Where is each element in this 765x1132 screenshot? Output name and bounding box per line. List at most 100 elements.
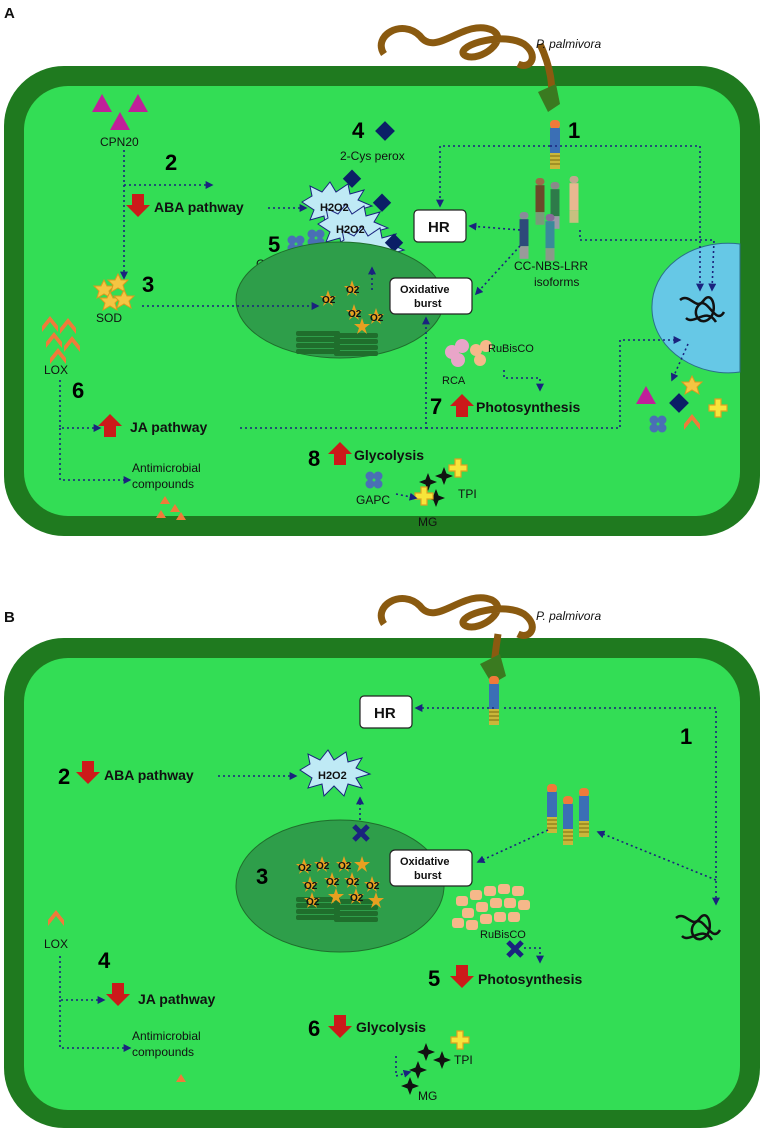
hr-box-a xyxy=(413,209,467,243)
o2-label-b2: O2 xyxy=(316,861,330,872)
receptor-icon xyxy=(549,119,561,170)
pathogen-hyphae-b xyxy=(377,594,536,639)
blocked-x-icon-1 xyxy=(352,824,370,842)
ja-pathway-b: JA pathway xyxy=(138,991,215,1007)
step-2-b: 2 xyxy=(58,764,70,789)
step-1-a: 1 xyxy=(568,118,580,143)
sod-label-a: SOD xyxy=(96,311,122,325)
nbs-lrr-isoforms-icon xyxy=(519,176,579,261)
antimicrobial-icon-a xyxy=(156,496,186,520)
panel-letter-a: A xyxy=(4,5,15,22)
rca-label: RCA xyxy=(442,375,466,387)
oxidative-label-b2: burst xyxy=(414,870,442,882)
peroxiredoxin-icon-3 xyxy=(372,193,392,212)
pathogen-effector-b xyxy=(480,654,506,684)
antimicrobial-label-a2: compounds xyxy=(132,477,194,491)
receptor-icon-b3 xyxy=(562,795,574,846)
rubisco-label-a: RuBisCO xyxy=(488,343,534,355)
rubisco-icon-b xyxy=(452,884,530,930)
panel-letter-b: B xyxy=(4,609,15,626)
tpi-label-a: TPI xyxy=(458,487,477,501)
mg-label-a: MG xyxy=(418,515,437,529)
o2-label-b8: O2 xyxy=(306,897,320,908)
panel-a: A P. palmivora 1 CPN20 2 ABA pathway 4 2… xyxy=(4,5,760,536)
o2-label-b4: O2 xyxy=(304,881,318,892)
pathogen-label-b: P. palmivora xyxy=(536,609,601,623)
oxidative-label-a1: Oxidative xyxy=(400,284,450,296)
peroxiredoxin-icon-5 xyxy=(669,393,689,413)
lox-label-b: LOX xyxy=(44,937,68,951)
o2-label-a1: O2 xyxy=(322,295,336,306)
receptor-icon-b2 xyxy=(546,783,558,834)
ja-pathway-a: JA pathway xyxy=(130,419,207,435)
oxidative-label-b1: Oxidative xyxy=(400,856,450,868)
step-2-a: 2 xyxy=(165,150,177,175)
pathogen-label-a: P. palmivora xyxy=(536,37,601,51)
step-5-b: 5 xyxy=(428,966,440,991)
pathogen-hyphae xyxy=(377,24,536,69)
h2o2-label-2: H2O2 xyxy=(336,224,365,236)
receptor-icon-b xyxy=(488,675,500,726)
peroxiredoxin-icon-4 xyxy=(384,233,404,252)
oxidative-burst-box-a xyxy=(389,277,473,315)
chromatin-a xyxy=(679,296,726,323)
hr-box-b xyxy=(359,695,413,729)
step-7-a: 7 xyxy=(430,394,442,419)
o2-label-a3: O2 xyxy=(348,309,362,320)
step-3-a: 3 xyxy=(142,272,154,297)
o2-label-b1: O2 xyxy=(298,863,312,874)
antimicrobial-label-b2: compounds xyxy=(132,1045,194,1059)
aba-pathway-b: ABA pathway xyxy=(104,767,194,783)
nbs-lrr-label-2: isoforms xyxy=(534,275,579,289)
rubisco-icon-a xyxy=(470,340,492,366)
tpi-label-b: TPI xyxy=(454,1053,473,1067)
step-8-a: 8 xyxy=(308,446,320,471)
receptor-icon-b4 xyxy=(578,787,590,838)
o2-label-a4: O2 xyxy=(370,313,384,324)
blocked-x-icon-2 xyxy=(506,940,524,958)
photosynthesis-a: Photosynthesis xyxy=(476,399,580,415)
hr-label-a: HR xyxy=(428,219,450,236)
peroxiredoxin-icon xyxy=(375,121,395,141)
peroxiredoxin-icon-2 xyxy=(342,169,362,188)
step-4-a: 4 xyxy=(352,118,365,143)
pathway-arrows-b xyxy=(59,704,720,1078)
step-3-b: 3 xyxy=(256,864,268,889)
o2-label-b9: O2 xyxy=(350,893,364,904)
cpn20-label: CPN20 xyxy=(100,135,139,149)
o2-label-b5: O2 xyxy=(326,877,340,888)
oxidative-label-a2: burst xyxy=(414,298,442,310)
o2-label-b3: O2 xyxy=(338,861,352,872)
step-4-b: 4 xyxy=(98,948,111,973)
cpn20-icon-b xyxy=(636,386,656,404)
aba-pathway-a: ABA pathway xyxy=(154,199,244,215)
antimicrobial-label-a1: Antimicrobial xyxy=(132,461,201,475)
pathogen-effector xyxy=(538,84,560,112)
hr-label-b: HR xyxy=(374,705,396,722)
antimicrobial-label-b1: Antimicrobial xyxy=(132,1029,201,1043)
step-6-a: 6 xyxy=(72,378,84,403)
glycolysis-a: Glycolysis xyxy=(354,447,424,463)
nbs-lrr-label-1: CC-NBS-LRR xyxy=(514,259,588,273)
photosynthesis-b: Photosynthesis xyxy=(478,971,582,987)
pathway-arrows-a xyxy=(59,145,717,501)
mg-label-b: MG xyxy=(418,1089,437,1103)
peroxiredoxin-label: 2-Cys perox xyxy=(340,149,405,163)
rubisco-label-b: RuBisCO xyxy=(480,929,526,941)
panel-b: B P. palmivora HR 1 2 ABA pathway H2O2 3… xyxy=(4,594,760,1128)
h2o2-label-b: H2O2 xyxy=(318,770,347,782)
oxidative-burst-box-b xyxy=(389,849,473,887)
antimicrobial-icon-b xyxy=(176,1074,186,1082)
o2-label-a2: O2 xyxy=(346,285,360,296)
step-5-a: 5 xyxy=(268,232,280,257)
chromatin-b xyxy=(675,914,722,941)
cpn20-icon xyxy=(92,94,148,130)
step-6-b: 6 xyxy=(308,1016,320,1041)
lox-label-a: LOX xyxy=(44,363,68,377)
h2o2-label-1: H2O2 xyxy=(320,202,349,214)
glycolysis-b: Glycolysis xyxy=(356,1019,426,1035)
o2-label-b6: O2 xyxy=(346,877,360,888)
o2-label-b7: O2 xyxy=(366,881,380,892)
step-1-b: 1 xyxy=(680,724,692,749)
